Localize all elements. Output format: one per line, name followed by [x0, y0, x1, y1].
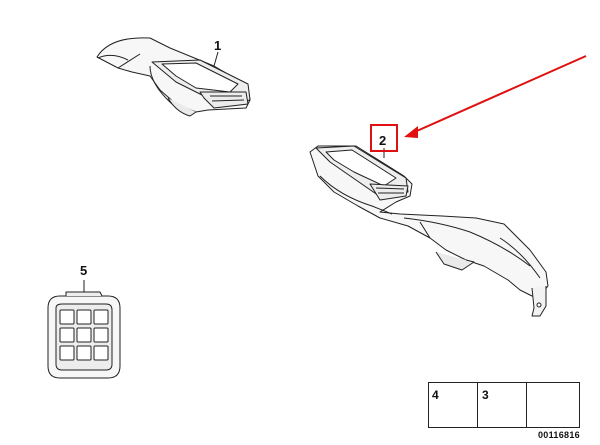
legend-box-4 [428, 382, 478, 428]
red-pointer-arrow [404, 55, 587, 138]
highlight-box [370, 124, 398, 152]
callout-part-2: 2 [379, 133, 387, 148]
reference-number: 00116816 [538, 430, 580, 440]
part-2-duct [309, 145, 549, 317]
legend-box-3 [477, 382, 527, 428]
legend-number-3: 3 [482, 388, 489, 402]
leader-line-1 [213, 51, 219, 67]
callout-part-1: 1 [214, 38, 222, 53]
legend-number-4: 4 [432, 388, 439, 402]
legend-box-clip [526, 382, 580, 428]
part-1-duct [96, 37, 251, 117]
callout-part-5: 5 [80, 263, 88, 278]
part-5-grille [47, 291, 121, 379]
